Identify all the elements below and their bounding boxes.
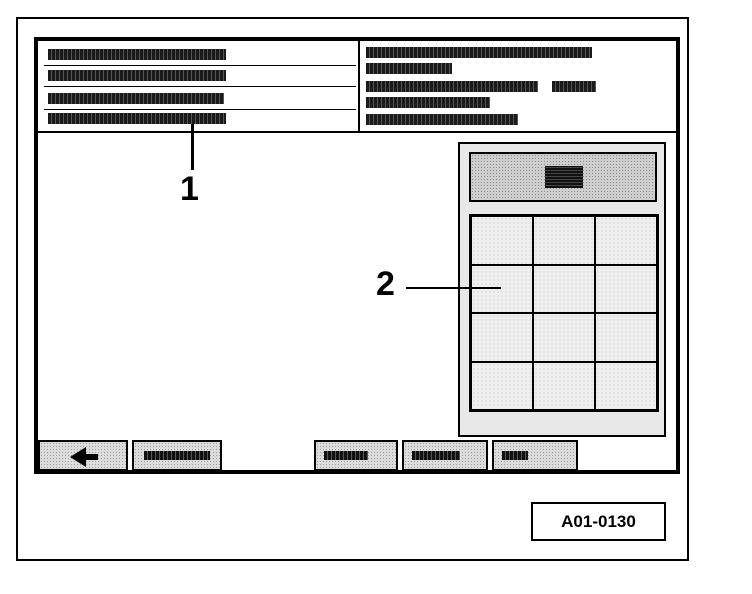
keypad-key[interactable] — [595, 361, 657, 410]
info-line-2 — [48, 70, 226, 81]
softkey-label — [412, 451, 460, 460]
info-line-2 — [366, 63, 452, 74]
softkey-label — [324, 451, 368, 460]
info-line-3 — [366, 81, 538, 92]
callout-2-label: 2 — [376, 265, 395, 303]
keypad-key[interactable] — [533, 313, 595, 362]
divider — [44, 86, 356, 87]
info-line-4 — [48, 113, 226, 124]
softkey-3[interactable] — [314, 440, 398, 471]
info-panel-left — [38, 41, 360, 133]
keypad-key[interactable] — [533, 264, 595, 313]
info-line-4 — [366, 97, 490, 108]
softkey-label — [502, 451, 528, 460]
callout-1-label: 1 — [180, 170, 199, 208]
keypad-key[interactable] — [471, 216, 533, 265]
callout-2-leader — [406, 287, 501, 289]
callout-1-leader — [191, 124, 194, 170]
keypad-key[interactable] — [533, 216, 595, 265]
keypad-key[interactable] — [595, 264, 657, 313]
keypad-display — [469, 152, 657, 202]
info-line-3-value — [552, 81, 596, 92]
back-button[interactable] — [38, 440, 128, 471]
divider — [44, 109, 356, 110]
keypad-key[interactable] — [533, 361, 595, 410]
info-line-3 — [48, 93, 224, 104]
keypad-key[interactable] — [595, 313, 657, 362]
info-line-1 — [366, 47, 592, 58]
keypad-key[interactable] — [471, 313, 533, 362]
key-grid — [469, 214, 659, 412]
keypad-key[interactable] — [471, 361, 533, 410]
info-panel-right — [360, 41, 676, 133]
softkey-2[interactable] — [132, 440, 222, 471]
reference-code: A01-0130 — [531, 502, 666, 541]
softkey-4[interactable] — [402, 440, 488, 471]
info-line-5 — [366, 114, 518, 125]
tester-screen — [34, 37, 680, 474]
keypad-panel — [458, 142, 666, 437]
keypad-key[interactable] — [471, 264, 533, 313]
softkey-label — [144, 451, 210, 460]
keypad-key[interactable] — [595, 216, 657, 265]
display-value — [545, 166, 583, 188]
info-line-1 — [48, 49, 226, 60]
softkey-5[interactable] — [492, 440, 578, 471]
divider — [44, 65, 356, 66]
